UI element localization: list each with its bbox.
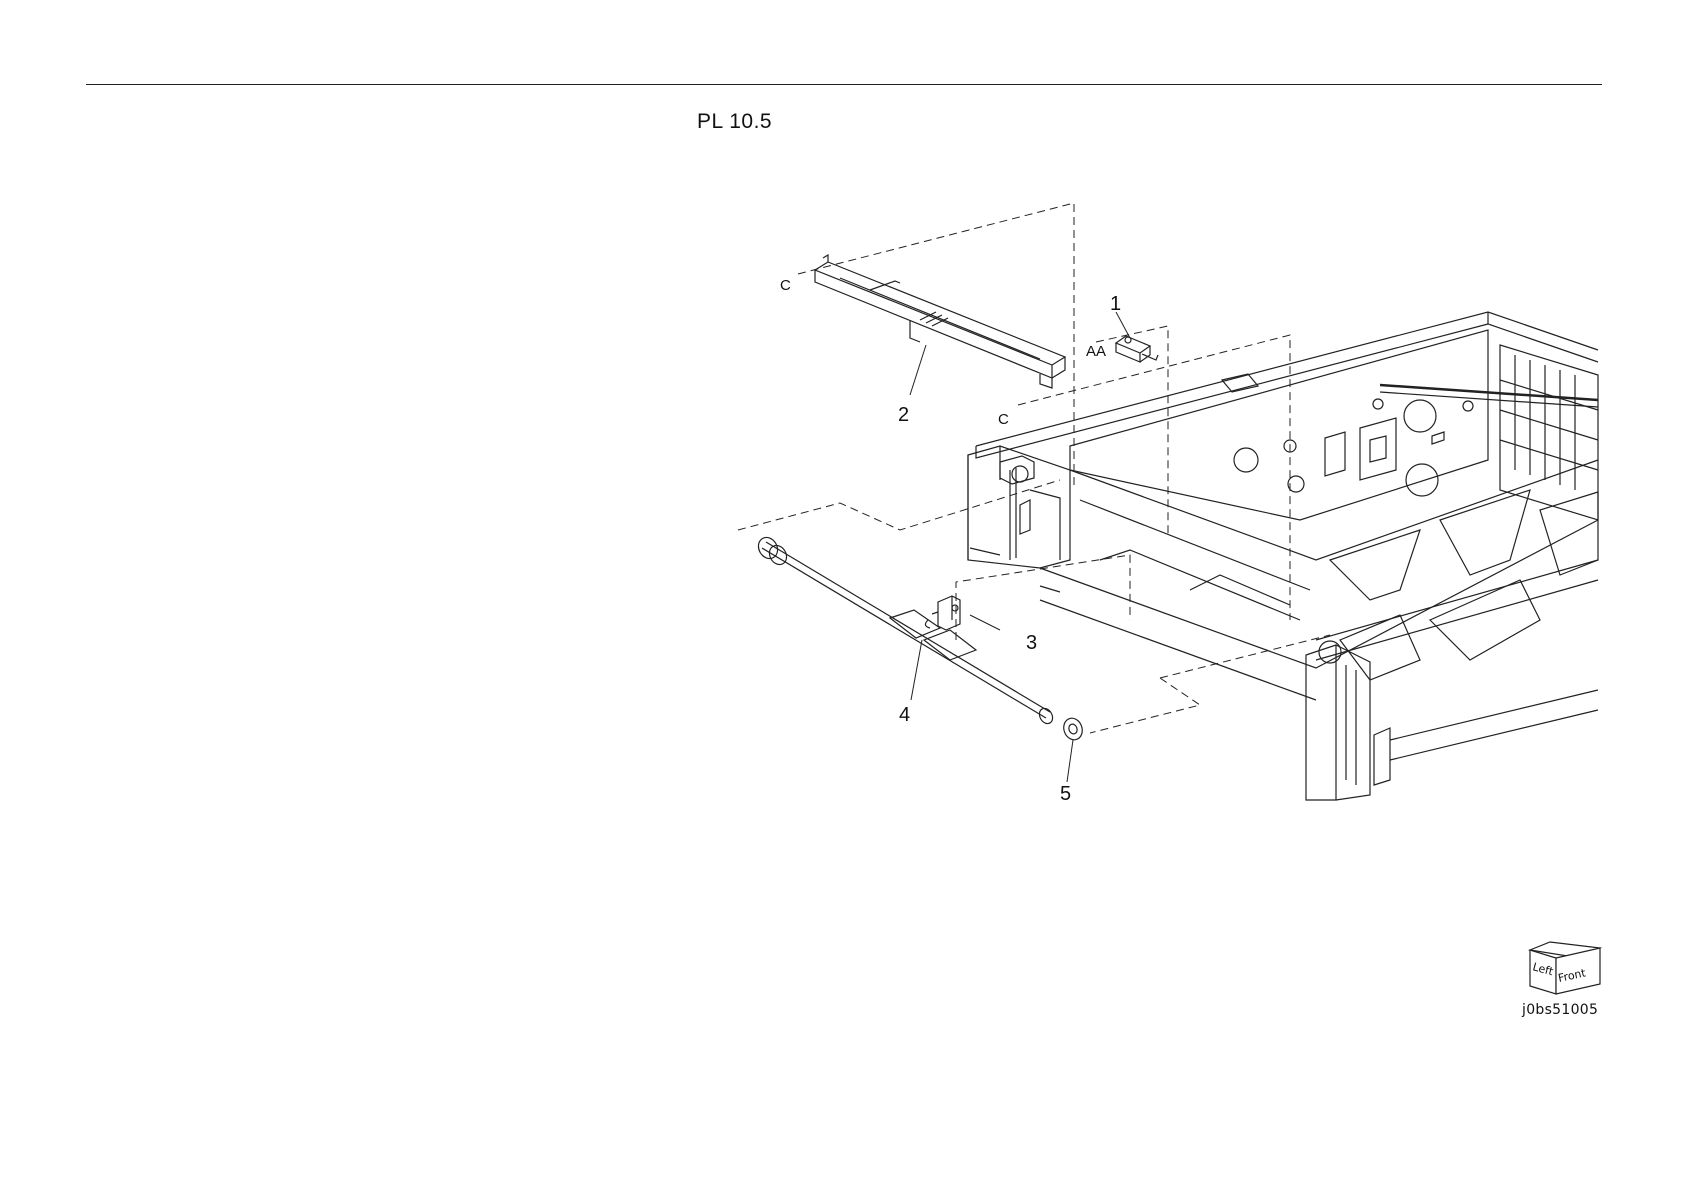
part-5-bearing	[1061, 716, 1085, 743]
ref-mark-c-top: C	[780, 277, 791, 294]
part-1-sensor-bracket	[1116, 336, 1158, 362]
leader-lines	[910, 312, 1130, 782]
part-4-shaft-roller	[755, 534, 1055, 726]
callout-3: 3	[1026, 632, 1037, 654]
callout-1: 1	[1110, 293, 1121, 315]
ref-mark-aa: AA	[1086, 343, 1106, 360]
main-tray-frame	[968, 312, 1598, 800]
callout-5: 5	[1060, 783, 1071, 805]
callout-4: 4	[899, 704, 910, 726]
document-id: j0bs51005	[1522, 1002, 1598, 1018]
orientation-cube-icon: Left Front	[1530, 942, 1600, 994]
callout-2: 2	[898, 404, 909, 426]
ref-mark-c-bottom: C	[998, 411, 1009, 428]
part-2-top-cover	[815, 255, 1065, 388]
part-3-actuator	[925, 596, 960, 630]
